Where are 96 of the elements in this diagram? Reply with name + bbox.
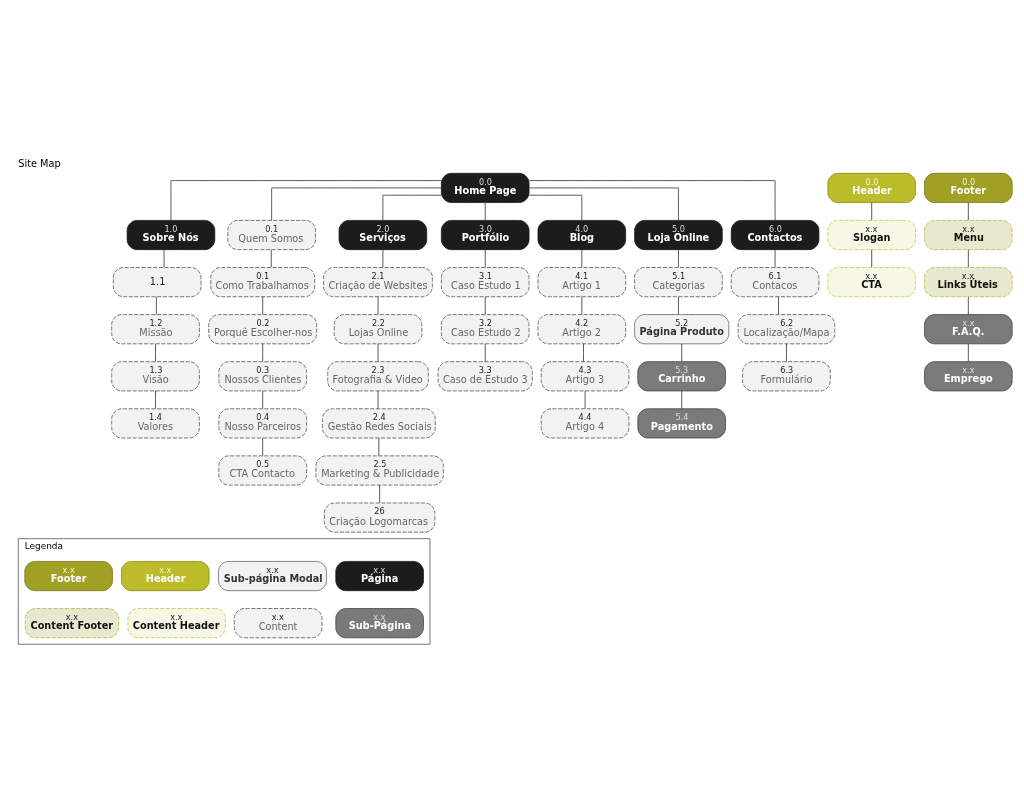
node-box: x.x Content [233,607,323,638]
node-box: x.x Content Footer [24,607,119,638]
node-box: 0.0 Header [827,172,916,203]
connector [270,248,272,268]
node-box: 6.2 Localização/Mapa [737,313,836,344]
connector [581,248,583,268]
node-box: 1.2 Missão [111,313,200,344]
connector [155,295,157,315]
node-box: 2.3 Fotografia & Video [327,360,429,391]
connector [262,342,264,362]
connector [774,248,776,268]
node-box: 1.3 Visão [111,360,200,391]
node-box: 0.0 Home Page [440,172,530,203]
connector [778,295,779,315]
node-box: 1.1 [112,266,202,297]
connector [678,248,679,268]
node-box: 26 Criação Logomarcas [324,502,436,533]
connector [163,248,165,268]
connector [155,342,156,362]
connector [262,295,264,315]
connector [584,390,586,409]
node-box: 0.2 Porquê Escolher-nos [208,313,318,344]
node-box: 4.2 Artigo 2 [537,313,627,344]
connector [484,342,486,362]
connector [786,342,787,362]
connector [967,248,969,268]
node-box: 2.0 Serviços [338,219,428,250]
connector [581,295,583,315]
node-box: 1.0 Sobre Nós [126,219,216,250]
connector [678,295,679,315]
connector [377,295,379,315]
connector [967,342,969,362]
connector [967,295,969,315]
connector [484,201,486,221]
node-box: 4.1 Artigo 1 [537,266,627,297]
connector [484,295,486,315]
connector [484,248,486,268]
connector [271,187,442,221]
connector [377,342,379,362]
connector [155,390,156,409]
node-box: 5.3 Carrinho [637,360,726,391]
connector [681,342,683,362]
node-box: 5.1 Categorias [634,266,723,297]
connector [528,179,776,221]
connector [871,248,873,268]
connector [681,390,683,409]
node-box: x.x Emprego [924,360,1013,391]
connector [871,201,873,221]
node-box: 0.4 Nosso Parceiros [218,407,307,438]
node-box: x.x Página [335,560,424,591]
node-box: 1.4 Valores [111,407,200,438]
connector [262,437,264,456]
node-box: 2.2 Lojas Online [333,313,423,344]
connector [382,248,384,268]
node-box: 0.3 Nossos Clientes [218,360,307,391]
node-box: 3.0 Portfólio [440,219,530,250]
node-box: x.x Sub-Página [335,607,424,638]
node-box: x.x Links Úteis [924,266,1013,297]
node-box: 3.1 Caso Estudo 1 [440,266,530,297]
connector [379,484,381,503]
node-box: 4.0 Blog [537,219,627,250]
connector [378,437,380,456]
node-box: 6.0 Contactos [730,219,820,250]
connector [262,390,264,409]
connector [377,390,379,409]
node-box: 0.5 CTA Contacto [218,454,307,485]
node-box: 0.0 Footer [924,172,1013,203]
node-box: 0.1 Quem Somos [227,219,316,250]
node-box: x.x Menu [924,219,1013,250]
node-box: 6.3 Formulário [742,360,831,391]
node-box: 5.4 Pagamento [637,407,726,438]
connector [170,179,442,221]
node-box: 3.2 Caso Estudo 2 [440,313,530,344]
diagram-title: Site Map [18,157,61,169]
node-box: 2.4 Gestão Redes Sociais [322,407,436,438]
node-box: 4.3 Artigo 3 [540,360,630,391]
connector [583,342,584,362]
node-box: 0.1 Como Trabalhamos [210,266,316,297]
node-box: 5.2 Página Produto [634,313,730,344]
node-box: 2.1 Criação de Websites [323,266,433,297]
connector [967,201,969,221]
node-box: 6.1 Contacos [730,266,820,297]
connector [528,187,679,221]
connector [382,194,442,221]
connector [528,194,583,221]
node-box: x.x Sub-página Modal [218,560,327,591]
node-box: 4.4 Artigo 4 [540,407,630,438]
node-box: 3.3 Caso de Estudo 3 [437,360,533,391]
node-box: x.x Header [121,560,210,591]
node-box: x.x Slogan [827,219,916,250]
node-box: x.x F.A.Q. [924,313,1013,344]
node-box: x.x CTA [827,266,916,297]
node-box: 2.5 Marketing & Publicidade [315,454,444,485]
node-box: x.x Footer [24,560,113,591]
node-box: 5.0 Loja Online [634,219,723,250]
node-box: x.x Content Header [127,607,226,638]
